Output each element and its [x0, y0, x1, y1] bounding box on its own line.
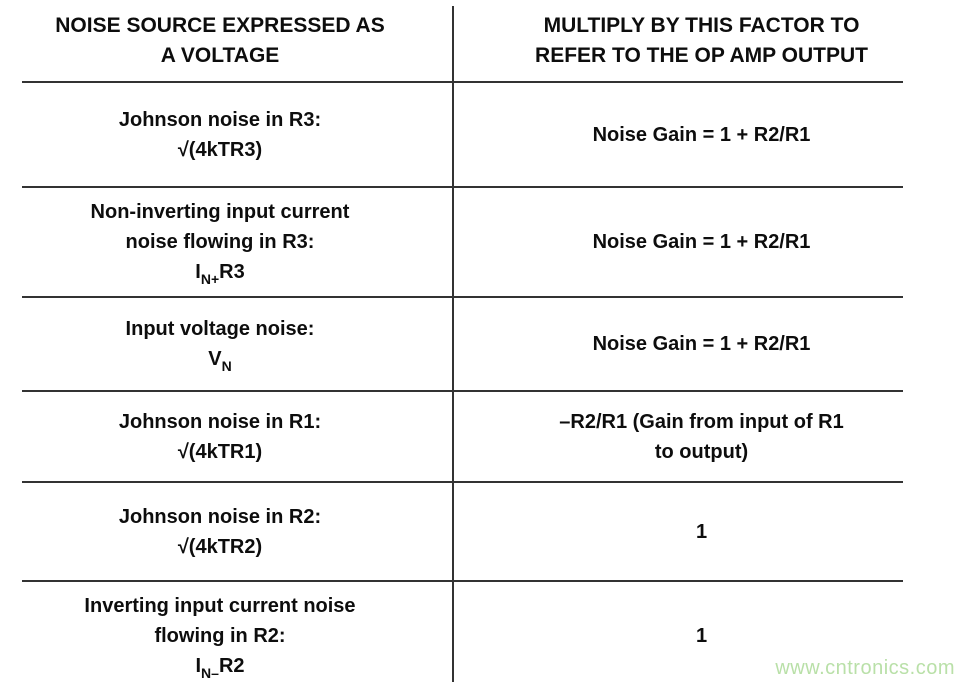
header-line: MULTIPLY BY THIS FACTOR TO — [543, 13, 860, 37]
header-cell-multiply-factor: MULTIPLY BY THIS FACTOR TO REFER TO THE … — [452, 0, 903, 81]
formula-line: IN+R3 — [195, 257, 244, 287]
formula-rest: R2 — [218, 654, 245, 677]
formula-line: VN — [208, 344, 231, 374]
factor-cell: Noise Gain = 1 + R2/R1 — [452, 83, 903, 186]
formula-subscript: N — [221, 358, 232, 374]
table-row: Input voltage noise: VN Noise Gain = 1 +… — [22, 298, 903, 392]
factor-cell: Noise Gain = 1 + R2/R1 — [452, 298, 903, 390]
cell-line: –R2/R1 (Gain from input of R1 — [559, 410, 844, 433]
noise-source-cell: Johnson noise in R3: √(4kTR3) — [22, 83, 452, 186]
table-row: Johnson noise in R2: √(4kTR2) 1 — [22, 483, 903, 582]
table-header-row: NOISE SOURCE EXPRESSED AS A VOLTAGE MULT… — [22, 0, 903, 83]
cell-line: Noise Gain = 1 + R2/R1 — [592, 123, 811, 146]
cell-line: Johnson noise in R3: — [118, 108, 322, 131]
cell-line: noise flowing in R3: — [125, 231, 315, 253]
noise-source-cell: Johnson noise in R2: √(4kTR2) — [22, 483, 452, 580]
header-line: REFER TO THE OP AMP OUTPUT — [535, 43, 868, 67]
table-row: Inverting input current noise flowing in… — [22, 582, 903, 689]
table-row: Non-inverting input current noise flowin… — [22, 188, 903, 298]
cell-line: Non-inverting input current — [90, 201, 350, 223]
noise-source-table: NOISE SOURCE EXPRESSED AS A VOLTAGE MULT… — [22, 0, 903, 689]
formula-subscript: N+ — [200, 271, 220, 287]
formula-base: I — [195, 654, 202, 677]
header-line: NOISE SOURCE EXPRESSED AS — [55, 13, 385, 37]
cell-line: Input voltage noise: — [125, 318, 315, 340]
table-row: Johnson noise in R1: √(4kTR1) –R2/R1 (Ga… — [22, 392, 903, 483]
cell-line: Noise Gain = 1 + R2/R1 — [592, 333, 811, 355]
factor-cell: –R2/R1 (Gain from input of R1 to output) — [452, 392, 903, 481]
table-row: Johnson noise in R3: √(4kTR3) Noise Gain… — [22, 83, 903, 188]
noise-source-cell: Non-inverting input current noise flowin… — [22, 188, 452, 296]
cell-line: to output) — [654, 440, 749, 463]
cell-line: Inverting input current noise — [84, 594, 356, 617]
cell-line: Johnson noise in R2: — [118, 505, 322, 528]
cell-line: 1 — [695, 520, 708, 543]
cell-line: √(4kTR2) — [177, 535, 263, 558]
factor-cell: 1 — [452, 483, 903, 580]
noise-source-cell: Inverting input current noise flowing in… — [22, 582, 452, 689]
watermark-text: www.cntronics.com — [775, 657, 955, 679]
formula-subscript: N– — [201, 664, 219, 681]
formula-base: I — [195, 261, 201, 283]
cell-line: 1 — [695, 624, 708, 647]
factor-cell: Noise Gain = 1 + R2/R1 — [452, 188, 903, 296]
table-column-divider — [452, 6, 454, 682]
noise-source-cell: Johnson noise in R1: √(4kTR1) — [22, 392, 452, 481]
noise-source-cell: Input voltage noise: VN — [22, 298, 452, 390]
cell-line: Noise Gain = 1 + R2/R1 — [592, 231, 811, 253]
formula-line: IN–R2 — [195, 651, 244, 681]
cell-line: flowing in R2: — [154, 624, 286, 647]
factor-cell: 1 — [452, 582, 903, 689]
header-line: A VOLTAGE — [160, 43, 280, 67]
formula-rest: R3 — [219, 261, 245, 283]
cell-line: Johnson noise in R1: — [118, 410, 322, 433]
cell-line: √(4kTR3) — [177, 138, 263, 161]
formula-base: V — [208, 348, 222, 370]
header-cell-noise-source: NOISE SOURCE EXPRESSED AS A VOLTAGE — [22, 0, 452, 81]
cell-line: √(4kTR1) — [177, 440, 263, 463]
